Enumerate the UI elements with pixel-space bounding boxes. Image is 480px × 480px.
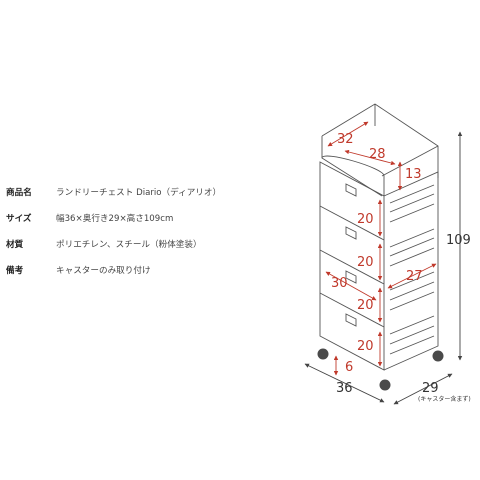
spec-row-material: 材質 ポリエチレン、スチール（粉体塗装） <box>6 232 221 258</box>
spec-label: 商品名 <box>6 187 32 198</box>
dimension-drawer-width: 30 <box>331 276 348 291</box>
dimension-top-width: 32 <box>337 132 354 147</box>
spec-value: キャスターのみ取り付け <box>56 265 151 276</box>
dimension-top-depth: 13 <box>405 167 422 182</box>
overall-dimension-lines <box>304 131 463 405</box>
spec-value: ランドリーチェスト Diario（ディアリオ） <box>56 187 222 198</box>
spec-value: ポリエチレン、スチール（粉体塗装） <box>56 239 202 250</box>
spec-table: 商品名 ランドリーチェスト Diario（ディアリオ） サイズ 幅36×奥行き2… <box>6 180 221 284</box>
spec-row-size: サイズ 幅36×奥行き29×高さ109cm <box>6 206 221 232</box>
spec-label: 材質 <box>6 239 24 250</box>
dimension-drawer-depth: 27 <box>406 269 423 284</box>
dimension-drawer-4: 20 <box>357 339 374 354</box>
dimension-lines <box>325 121 437 376</box>
spec-label: 備考 <box>6 265 24 276</box>
spec-value: 幅36×奥行き29×高さ109cm <box>56 213 174 224</box>
spec-label: サイズ <box>6 213 32 224</box>
spec-row-notes: 備考 キャスターのみ取り付け <box>6 258 221 284</box>
spec-row-name: 商品名 ランドリーチェスト Diario（ディアリオ） <box>6 180 221 206</box>
dimension-top-inner: 28 <box>369 147 386 162</box>
dimension-drawer-2: 20 <box>357 255 374 270</box>
dimension-depth-note: (キャスター含まず) <box>418 395 471 403</box>
dimension-drawer-3: 20 <box>357 298 374 313</box>
dimension-depth: 29 <box>422 381 439 396</box>
dimension-caster: 6 <box>345 360 353 375</box>
drawer-handles <box>345 183 357 327</box>
dimension-drawer-1: 20 <box>357 212 374 227</box>
dimension-total-height: 109 <box>446 233 471 248</box>
dimension-width: 36 <box>336 381 353 396</box>
